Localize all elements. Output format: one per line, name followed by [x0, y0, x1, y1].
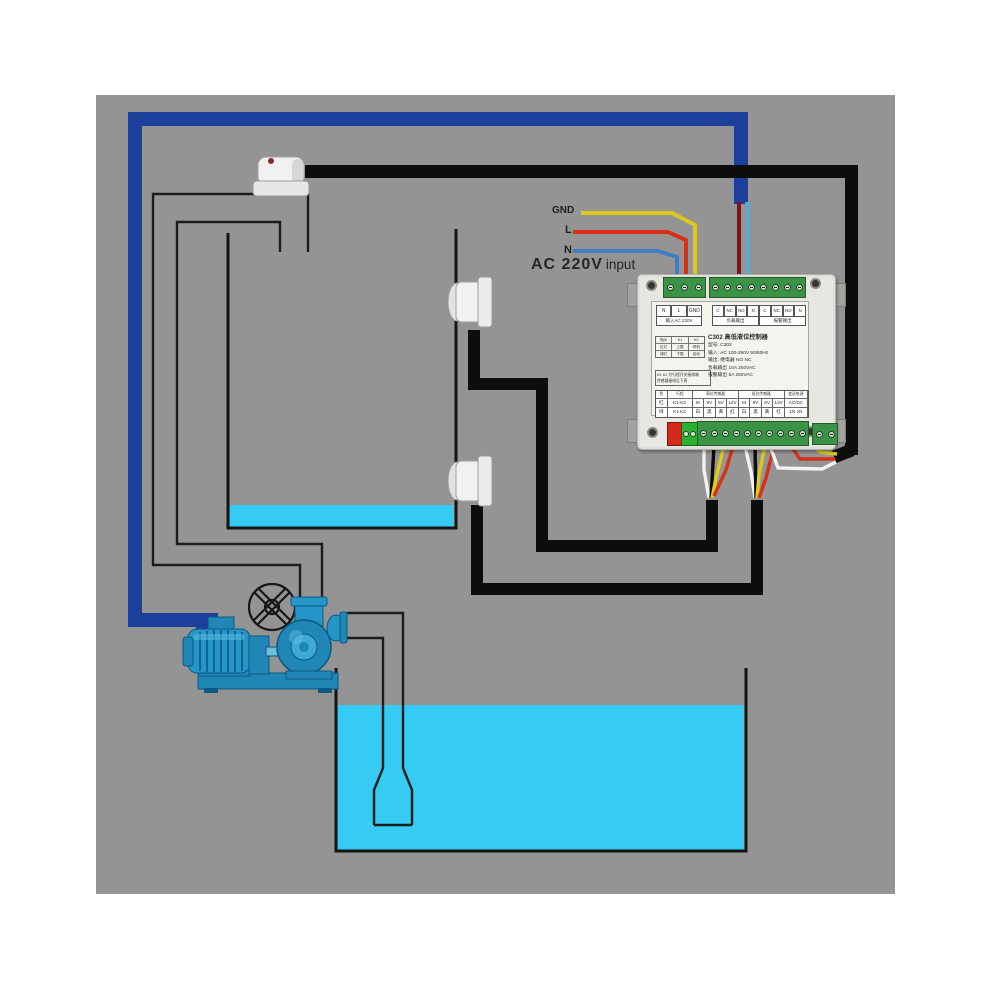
- suction-flange: [339, 611, 348, 644]
- discharge-flange: [290, 596, 328, 607]
- neutral-wire: [573, 249, 679, 287]
- terminal-label: NO: [782, 305, 795, 317]
- screw-icon: [810, 278, 821, 289]
- upper-tank: [226, 229, 458, 530]
- terminal-label: GND: [686, 305, 702, 317]
- sensor-conductor-fan: [702, 444, 838, 499]
- terminal-label: L: [671, 305, 687, 317]
- input-terminal-legend: N L GND 输入AC 220V: [656, 305, 702, 326]
- spec-block: C302 高低液位控制器 型号: C302 输入: AC 100-260V 50…: [708, 333, 808, 380]
- load-output-caption: 负载输出: [712, 317, 759, 326]
- terminal-label: NO: [735, 305, 748, 317]
- alarm-output-caption: 报警输出: [759, 317, 806, 326]
- terminal-label: C: [759, 305, 771, 317]
- controller-label: N L GND 输入AC 220V C NC NO N C NC NO N: [651, 301, 809, 418]
- red-indicator-block: [667, 422, 682, 446]
- lower-tank-water: [338, 705, 744, 850]
- terminal-label: NC: [723, 305, 736, 317]
- sensor-led: [268, 158, 274, 164]
- indicator-table: 指示 K1 K2 红灯 上限 停机 绿灯 下限 启动: [655, 336, 705, 358]
- valve-handwheel-icon: [247, 582, 297, 632]
- wiring-note: K1 K2 为行程开关接线端 传感器接线见下表: [655, 370, 711, 386]
- level-controller: N L GND 输入AC 220V C NC NO N C NC NO N: [627, 274, 846, 450]
- pipe-top-sensor: [252, 156, 310, 197]
- screw-icon: [647, 427, 658, 438]
- fill-pipe: [151, 192, 310, 600]
- low-sensor-cable: [471, 500, 763, 595]
- terminal-label: N: [794, 305, 806, 317]
- terminal-block-sensors: [697, 421, 809, 446]
- terminal-label: NC: [770, 305, 783, 317]
- suction-pipe: [347, 611, 414, 825]
- green-indicator-block: [681, 422, 698, 446]
- pipe-sensor-cable: [305, 165, 858, 464]
- high-level-sensor: [447, 276, 493, 328]
- low-level-sensor: [447, 455, 493, 507]
- fill-pipe: [175, 220, 324, 600]
- suction-pipe: [347, 636, 385, 825]
- screw-icon: [646, 280, 657, 291]
- input-caption: 输入AC 220V: [656, 317, 702, 326]
- output-terminal-legend: C NC NO N C NC NO N 负载输出 报警输出: [712, 305, 806, 326]
- terminal-label: C: [712, 305, 724, 317]
- terminal-block-ac-input: [663, 277, 706, 298]
- gnd-label: GND: [552, 205, 575, 216]
- neutral-label: N: [564, 244, 572, 256]
- upper-tank-water: [230, 505, 454, 527]
- gnd-wire: [581, 211, 697, 284]
- terminal-block-aux: [812, 423, 838, 445]
- terminal-block-relay-output: [709, 277, 806, 298]
- lower-tank: [334, 668, 748, 853]
- controller-title: C302 高低液位控制器: [708, 334, 768, 341]
- terminal-label: N: [747, 305, 759, 317]
- water-pump: [182, 596, 348, 693]
- live-wire: [573, 230, 688, 286]
- pump-power-cable: [128, 112, 748, 636]
- high-sensor-cable: [468, 330, 718, 552]
- live-label: L: [565, 224, 572, 236]
- sensor-wiring-table: 色 行程 高位传感器 低位传感器 变送电源 红 K1-K2 M 9V 5V 12…: [655, 390, 809, 418]
- terminal-label: N: [656, 305, 672, 317]
